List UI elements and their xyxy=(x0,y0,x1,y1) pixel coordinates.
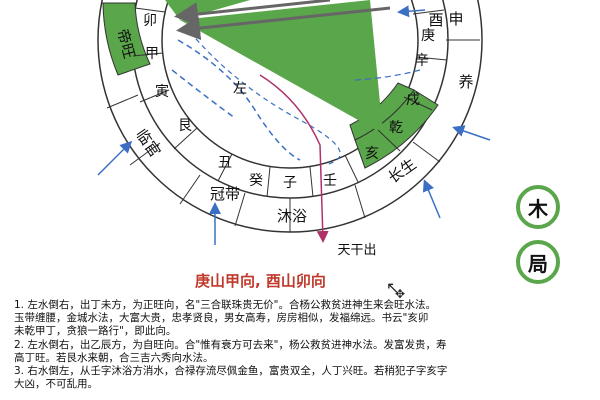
move-icon: ✥ xyxy=(395,287,406,301)
label-mao: 卯 xyxy=(143,13,157,29)
magenta-exit-arrow xyxy=(259,74,329,243)
label-qian: 乾 xyxy=(389,120,403,136)
dashed-curve-blue-3 xyxy=(189,31,341,166)
ju-badge-text: 局 xyxy=(528,251,548,276)
grey-arrow-1 xyxy=(176,6,391,41)
label-yang: 养 xyxy=(458,73,473,91)
label-guandai: 冠带 xyxy=(210,185,240,203)
green-fan-area xyxy=(180,0,383,134)
label-geng: 庚 xyxy=(421,28,435,44)
label-xu: 戌 xyxy=(406,92,420,108)
note-line: 2. 左水倒右，出乙辰方，为自旺向。合"惟有衰方可去来"，杨公救贫进神水法。发富… xyxy=(14,338,447,351)
label-xin: 辛 xyxy=(415,53,429,69)
label-gen: 艮 xyxy=(178,118,192,134)
note-line: 未乾甲丁，贪狼一路行"，即此向。 xyxy=(14,325,177,338)
diagram-title: 庚山甲向, 酉山卯向 xyxy=(195,272,326,290)
note-line: 1. 左水倒右，出丁未方，为正旺向，名"三合联珠贵无价"。合杨公救贫进神生来会旺… xyxy=(14,299,437,311)
dashed-curve-blue-4 xyxy=(354,69,421,81)
exit-label: 天干出 xyxy=(337,243,376,258)
label-jia: 甲 xyxy=(145,46,159,62)
dashed-curve-blue-2 xyxy=(171,69,236,119)
note-line: 高丁旺。若艮水来朝，合三吉六秀向水法。 xyxy=(14,351,214,364)
label-shen: 申 xyxy=(448,10,463,28)
green-sector-diwang xyxy=(102,2,151,76)
wood-badge: 木 xyxy=(516,185,560,229)
dashed-curve-blue-1 xyxy=(177,39,301,161)
wood-badge-text: 木 xyxy=(528,196,548,221)
grey-arrow-2 xyxy=(174,0,331,27)
label-hai: 亥 xyxy=(365,146,379,162)
label-you: 酉 xyxy=(428,11,443,29)
outer-blue-arrows xyxy=(97,5,491,245)
cursor-icon: ↖ xyxy=(386,278,400,297)
compass-wheel: 沐浴 冠带 临官 帝旺 申 酉 养 长生 子 丑 艮 寅 甲 卯 庚 辛 戌 乾… xyxy=(97,0,491,258)
label-gui: 癸 xyxy=(249,173,263,189)
label-yin: 寅 xyxy=(155,83,169,100)
label-chou: 丑 xyxy=(218,155,232,171)
label-ren: 壬 xyxy=(323,173,337,189)
label-zi: 子 xyxy=(283,175,297,191)
outer-ring-dividers xyxy=(106,39,480,232)
label-muyu: 沐浴 xyxy=(277,207,307,225)
note-line: 3. 右水倒左，从壬字沐浴方消水，合禄存流尽佩金鱼，富贵双全，人丁兴旺。若稍犯子… xyxy=(14,365,448,378)
inner-ring-labels: 子 丑 艮 寅 甲 卯 庚 辛 戌 乾 亥 壬 癸 xyxy=(143,13,435,191)
notes-block: 1. 左水倒右，出丁未方，为正旺向，名"三合联珠贵无价"。合杨公救贫进神生来会旺… xyxy=(14,299,596,391)
ju-badge: 局 xyxy=(516,240,560,284)
inner-ring-dividers xyxy=(132,7,448,198)
left-marker-label: 左 xyxy=(233,81,247,97)
note-line: 大凶，不可乱用。 xyxy=(14,378,98,391)
note-line: 玉带缠腰，金城水法，大富大贵，忠孝贤良，男女高寿，房房相似，发福绵远。书云"亥卯 xyxy=(14,312,429,325)
